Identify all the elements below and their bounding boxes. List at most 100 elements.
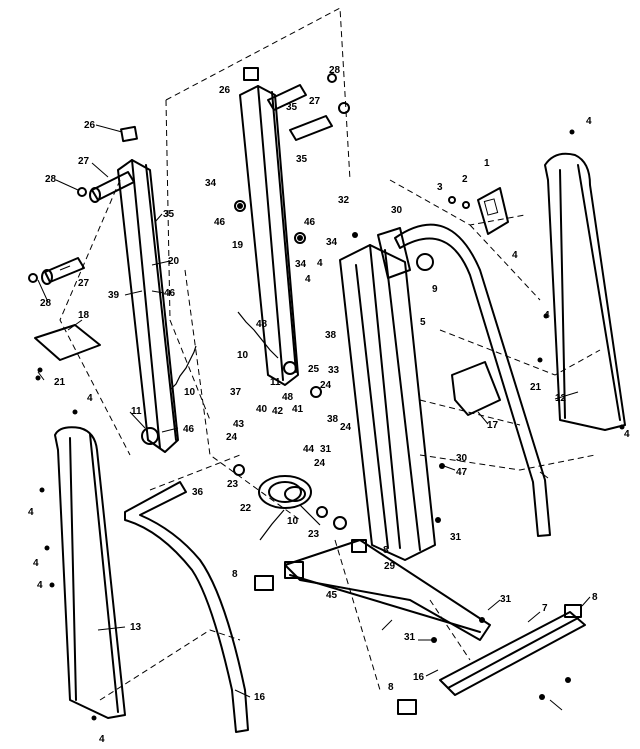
center-handle-bar-top <box>267 84 307 111</box>
label-31: 31 <box>450 532 462 543</box>
label-31-bottom: 31 <box>404 632 416 643</box>
label-23-left: 23 <box>227 479 239 490</box>
label-16-bottom: 16 <box>413 672 425 683</box>
label-42: 42 <box>272 406 284 417</box>
label-18: 18 <box>78 310 90 321</box>
rear-stabilizer <box>439 611 586 696</box>
top-end-cap <box>327 73 337 83</box>
label-23-bottom: 23 <box>308 529 320 540</box>
lower-end-cap <box>28 273 38 283</box>
loose-handle-bar <box>41 257 85 285</box>
foot-cap-right <box>564 604 582 618</box>
pulley-spring-2 <box>299 504 321 526</box>
label-4-right: 4 <box>512 250 518 261</box>
label-4-center: 4 <box>305 274 311 285</box>
pulley-spring <box>259 509 285 541</box>
left-upright-tube <box>117 159 179 453</box>
front-curved-bar <box>124 481 249 733</box>
label-30-right: 30 <box>456 453 468 464</box>
left-side-cover <box>54 426 126 719</box>
hardware <box>35 129 625 721</box>
label-24-center-b: 24 <box>340 422 352 433</box>
label-22: 22 <box>240 503 252 514</box>
main-frame-column <box>339 244 436 561</box>
label-34-lower: 34 <box>295 259 307 270</box>
label-28-lower: 28 <box>40 298 52 309</box>
label-46-center-b: 46 <box>304 217 316 228</box>
label-26-left: 26 <box>84 120 96 131</box>
label-44: 44 <box>303 444 315 455</box>
right-curved-bar <box>394 223 551 537</box>
label-10-bottom: 10 <box>287 516 299 527</box>
label-4-left-top: 4 <box>87 393 93 404</box>
label-4-right-bottom: 4 <box>624 429 630 440</box>
label-1: 1 <box>484 158 490 169</box>
center-tube-cap <box>243 67 259 81</box>
left-pulley <box>141 427 159 445</box>
label-4-right-mid: 4 <box>544 310 550 321</box>
top-pulley <box>416 253 434 271</box>
label-9: 9 <box>432 284 438 295</box>
label-19: 19 <box>232 240 244 251</box>
center-upright-tube <box>239 85 299 386</box>
label-38-top: 38 <box>325 330 337 341</box>
label-2: 2 <box>462 174 468 185</box>
foot-cap-bottom <box>397 699 417 715</box>
label-26-center: 26 <box>219 85 231 96</box>
label-3: 3 <box>437 182 443 193</box>
center-pulley <box>283 361 297 375</box>
label-38-lower: 38 <box>327 414 339 425</box>
foot-cap-left <box>254 575 274 591</box>
label-35-center: 35 <box>286 102 298 113</box>
label-17: 17 <box>487 420 499 431</box>
label-33: 33 <box>328 365 340 376</box>
label-29: 29 <box>384 561 396 572</box>
label-24-pulley: 24 <box>314 458 326 469</box>
label-28-center: 28 <box>329 65 341 76</box>
label-45: 45 <box>326 590 338 601</box>
label-46-left: 46 <box>164 288 176 299</box>
label-34-top: 34 <box>205 178 217 189</box>
label-39: 39 <box>108 290 120 301</box>
label-41: 41 <box>292 404 304 415</box>
center-spring <box>237 311 279 359</box>
label-48-lower: 48 <box>282 392 294 403</box>
label-27-lower: 27 <box>78 278 90 289</box>
label-8-center: 8 <box>383 545 389 556</box>
top-bracket <box>377 227 411 279</box>
label-8-left: 8 <box>232 569 238 580</box>
label-34-center: 34 <box>326 237 338 248</box>
label-35-left: 35 <box>163 209 175 220</box>
left-handle-bar <box>89 171 135 203</box>
label-25: 25 <box>308 364 320 375</box>
label-4-left-c: 4 <box>37 580 43 591</box>
leader-lines <box>37 124 591 711</box>
label-5: 5 <box>420 317 426 328</box>
label-8-right: 8 <box>592 592 598 603</box>
label-16: 16 <box>254 692 266 703</box>
label-36: 36 <box>192 487 204 498</box>
pulley-assembly <box>258 475 312 509</box>
label-12: 12 <box>555 393 567 404</box>
left-spring <box>169 345 197 391</box>
label-21-right: 21 <box>530 382 542 393</box>
label-32: 32 <box>338 195 350 206</box>
label-46-left-b: 46 <box>183 424 195 435</box>
label-4-bottom: 4 <box>99 734 105 745</box>
label-4-top-right: 4 <box>586 116 592 127</box>
weight-plate <box>34 324 101 361</box>
label-48-center: 48 <box>256 319 268 330</box>
label-47: 47 <box>456 467 468 478</box>
label-24-left: 24 <box>226 432 238 443</box>
console <box>477 187 509 235</box>
label-27-center: 27 <box>309 96 321 107</box>
label-4-left-b: 4 <box>33 558 39 569</box>
label-11-center: 11 <box>270 377 281 388</box>
label-37: 37 <box>230 387 242 398</box>
assembly-guide-lines <box>59 7 601 701</box>
label-13: 13 <box>130 622 142 633</box>
label-27-left: 27 <box>78 156 90 167</box>
foot-cap-center <box>351 539 367 553</box>
label-30-top: 30 <box>391 205 403 216</box>
